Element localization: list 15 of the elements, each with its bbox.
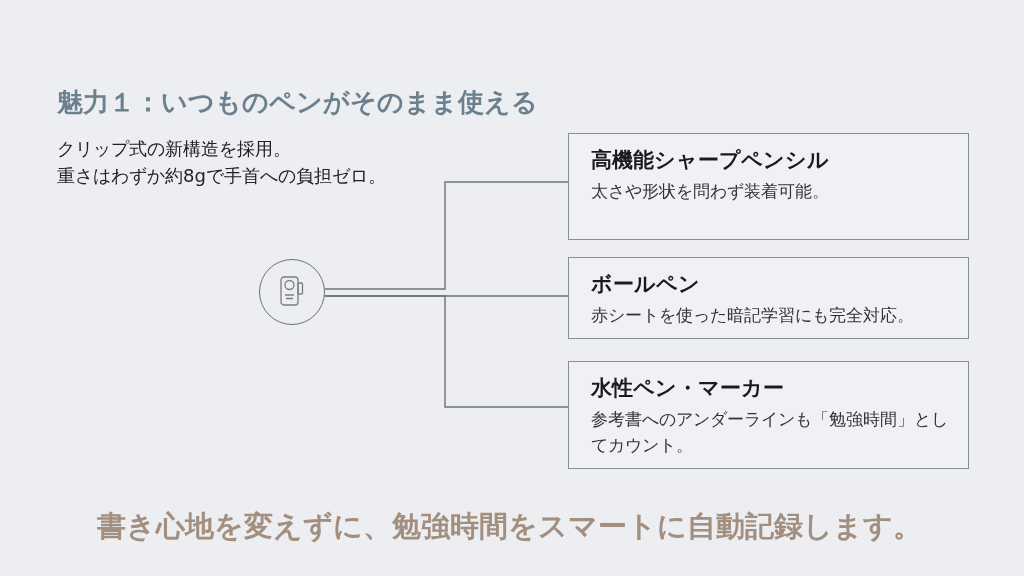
card-title: 水性ペン・マーカー	[591, 375, 784, 401]
summary-caption: 書き心地を変えずに、勉強時間をスマートに自動記録します。	[97, 508, 922, 544]
feature-card	[568, 133, 969, 240]
feature-card	[568, 257, 969, 339]
card-description: 参考書へのアンダーラインも「勉強時間」としてカウント。	[591, 409, 949, 457]
feature-card	[568, 361, 969, 469]
intro-text: クリップ式の新構造を採用。	[57, 137, 291, 161]
card-description: 赤シートを使った暗記学習にも完全対応。	[591, 305, 915, 327]
card-description: 太さや形状を問わず装着可能。	[591, 181, 830, 203]
connector-line	[324, 295, 569, 408]
slide-title: 魅力１：いつものペンがそのまま使える	[57, 86, 538, 118]
intro-text: 重さはわずか約8gで手首への負担ゼロ。	[57, 164, 386, 188]
card-title: ボールペン	[591, 271, 700, 297]
connector-line	[324, 181, 569, 290]
card-title: 高機能シャープペンシル	[591, 147, 829, 173]
